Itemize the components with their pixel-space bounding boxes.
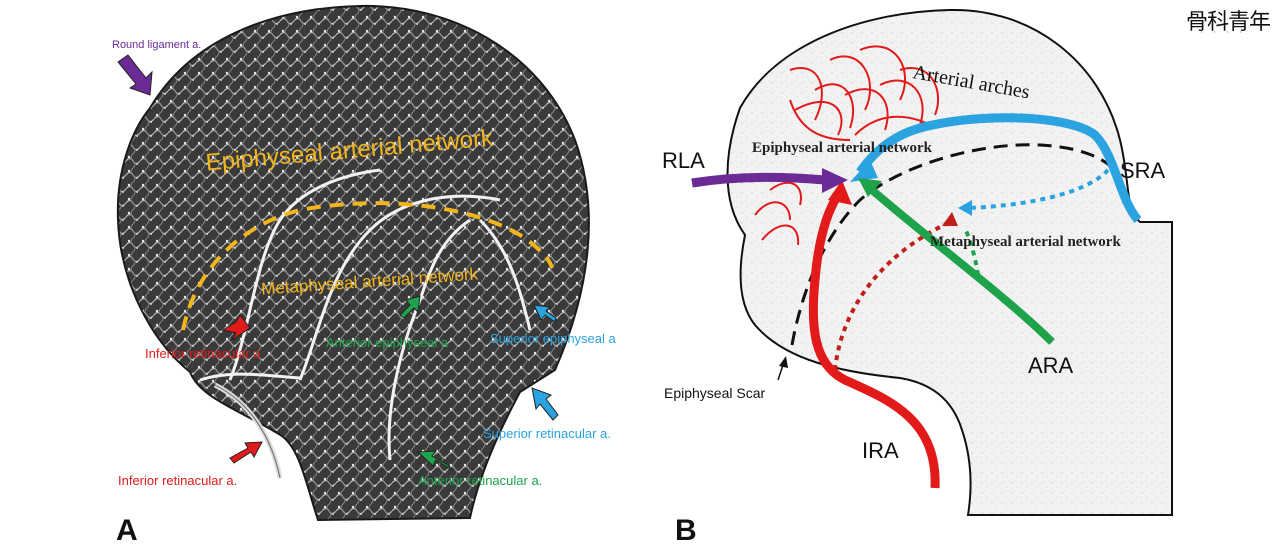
metaphyseal-network-label-b: Metaphyseal arterial network (930, 234, 1121, 250)
superior-epiphyseal-label: Superior epiphyseal a (490, 331, 617, 346)
anterior-retinacular-label: Anterior retinacular a. (418, 473, 542, 488)
watermark-logo: 骨科青年 (1185, 10, 1271, 35)
sra-label: SRA (1120, 158, 1166, 183)
panel-b: Arterial arches Epiphyseal arterial netw… (662, 8, 1173, 544)
anterior-epiphyseal-label: Anterior epiphyseal a (326, 335, 449, 350)
panel-b-letter: B (675, 514, 697, 544)
ira-metaphyseal-dotted (833, 220, 951, 371)
superior-retinacular-label: Superior retinacular a. (483, 426, 611, 441)
anterior-retinacular-arrow (416, 450, 453, 471)
sra-metaphyseal-dotted (967, 168, 1110, 210)
arterial-arches (789, 45, 940, 141)
ira-artery (808, 192, 940, 489)
rla-label: RLA (662, 148, 705, 173)
physeal-boundary-dashed (181, 201, 554, 331)
panel-a: Epiphyseal arterial network Metaphyseal … (112, 4, 617, 544)
inferior-retinacular-overlay-label: Inferior retinacular a (145, 346, 261, 361)
epiphyseal-scar-label: Epiphyseal Scar (664, 385, 766, 401)
epiphyseal-network-label-b: Epiphyseal arterial network (752, 140, 933, 156)
round-ligament-arrow (117, 54, 153, 96)
rla-artery (691, 172, 826, 188)
watermark-subtext: · · · · (1200, 28, 1246, 37)
sra-artery (856, 113, 1142, 224)
femoral-head-specimen (116, 4, 590, 522)
anterior-epiphyseal-arrow (399, 295, 421, 319)
inferior-retinacular-arrow (229, 441, 263, 464)
inferior-retinacular-label: Inferior retinacular a. (118, 473, 237, 488)
superior-retinacular-arrow (531, 387, 559, 421)
round-ligament-label: Round ligament a. (112, 39, 201, 51)
ara-label: ARA (1028, 353, 1074, 378)
femoral-head-outline (726, 8, 1173, 516)
ara-artery (869, 186, 1055, 345)
panel-a-letter: A (116, 514, 138, 544)
ira-label: IRA (862, 438, 899, 463)
superior-epiphyseal-arrow (533, 304, 557, 323)
small-arches (754, 181, 802, 246)
inferior-retinacular-inside-arrow (221, 314, 251, 341)
